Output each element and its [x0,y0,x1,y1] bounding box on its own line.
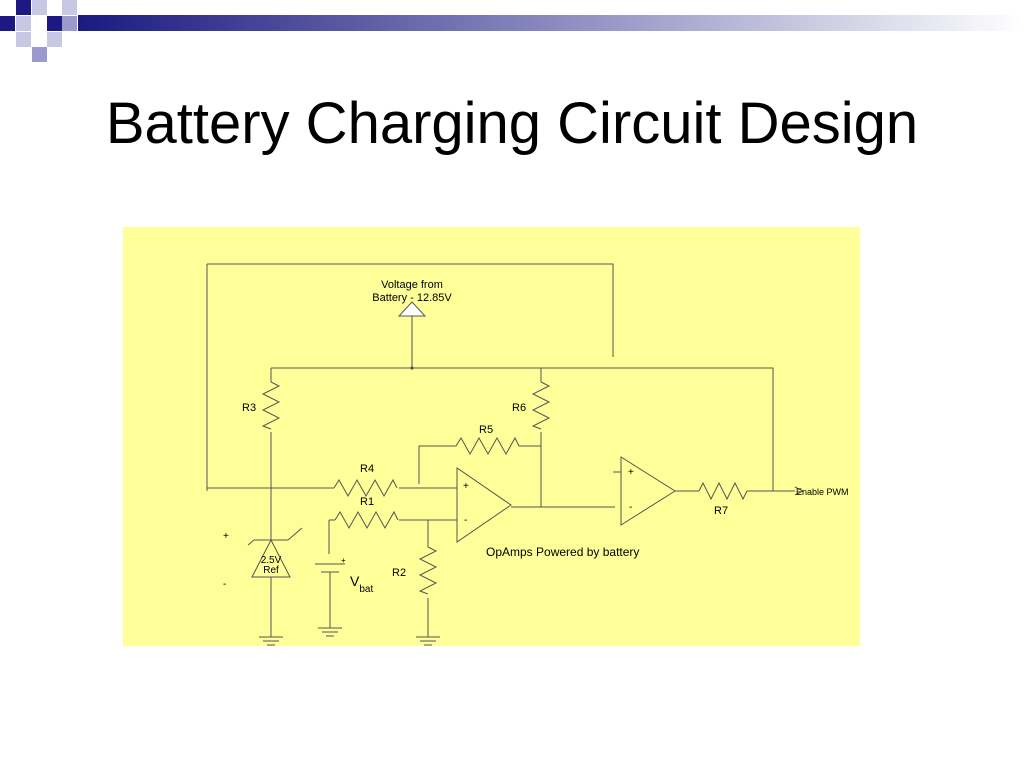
r4-resistor [333,478,398,498]
r6-label: R6 [512,402,526,414]
battery-rail-wire [271,367,774,491]
opamp2-triangle [620,456,676,526]
reference-zener-line [247,527,303,546]
source-label-line2: Battery - 12.85V [372,292,452,304]
r5-wire [418,445,541,484]
source-symbol [397,301,427,317]
opamp-power-note: OpAmps Powered by battery [486,545,639,559]
output-label: Enable PWM [796,487,849,497]
header-decoration [0,0,1024,62]
r7-label: R7 [714,505,728,517]
r2-label: R2 [392,567,406,579]
r2-resistor [418,546,438,595]
battery-label-sub: bat [359,584,373,595]
ground-r2 [416,636,440,646]
opamp2-minus: - [629,502,632,513]
r1-resistor [334,510,399,530]
opamp1-plus: + [463,481,469,492]
opamp2-plus: + [628,467,634,478]
r4-label: R4 [360,463,374,475]
r3-label: R3 [242,402,256,414]
r1-label: R1 [360,496,374,508]
reference-label-line1: 2.5V [261,555,282,566]
battery-label: Vbat [350,573,373,595]
output-arrow [794,486,805,496]
diagram-background [123,227,860,646]
rail-junction [410,366,414,370]
ground-battery [318,627,342,637]
battery-symbol [315,563,345,628]
r5-label: R5 [479,424,493,436]
source-label-line1: Voltage from [381,279,443,291]
battery-label-main: V [350,573,360,589]
top-feedback-wire [206,263,614,491]
opamp1-minus: - [464,515,467,526]
slide-title: Battery Charging Circuit Design [105,91,919,156]
opamp1-triangle [456,467,512,543]
circuit-diagram: Voltage from Battery - 12.85V R3 R6 R5 R… [123,227,860,646]
r7-resistor [698,481,748,501]
r5-resistor [455,436,520,456]
r3-resistor [261,381,281,430]
reference-plus: + [223,531,229,542]
ground-reference [259,636,283,646]
battery-plus: + [341,556,346,565]
r6-resistor [531,381,551,430]
reference-minus: - [223,579,226,590]
reference-label-line2: Ref [263,565,279,576]
